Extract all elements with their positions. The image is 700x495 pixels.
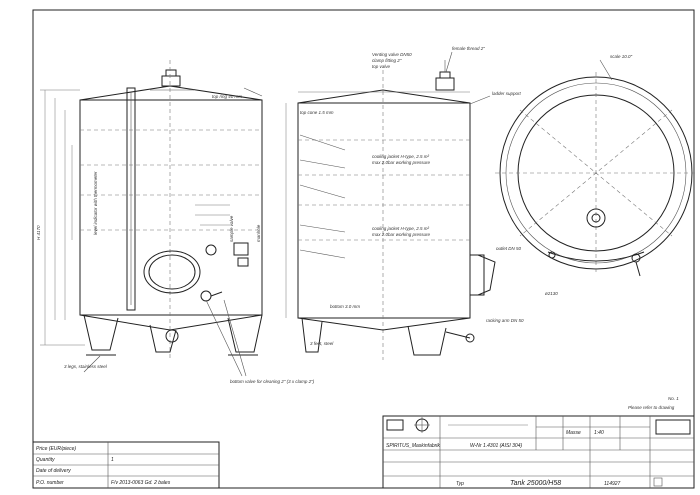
order-table: Price (EUR/piece) Quantity 1 Date of del…: [32, 441, 220, 489]
bottom-valve-label: bottom valve for cleaning 2" (3 x clamp …: [230, 379, 315, 384]
top-view: scale 10.0" ø2130: [495, 54, 697, 296]
scale-label: scale 10.0": [610, 54, 633, 59]
side-view: top cone 1.5 mm cooling jacket H-type, 2…: [285, 46, 524, 360]
manhole-label: manhole: [256, 224, 261, 242]
sample-valve: [205, 244, 217, 256]
scale-value: 1:40: [594, 430, 604, 436]
plate-number: No. 1: [668, 396, 679, 401]
order-row-label: Price (EUR/piece): [36, 446, 76, 452]
sheet-border: [32, 9, 695, 489]
level-indicator-label: level indicator with thermometer: [93, 171, 98, 235]
outlet-label: outlet DN 50: [496, 246, 522, 251]
cooling-jacket-lower: cooling jacket H-type, 2.5 m²: [372, 226, 430, 231]
venting-valve-label: Venting valve DN50: [372, 52, 412, 57]
sample-valve-label: sample valve: [229, 215, 234, 242]
tank-type: Tank 25000/H58: [510, 480, 561, 487]
cooling-jacket-upper-pressure: max 2.0bar working pressure: [372, 160, 431, 165]
type-label: Typ: [456, 481, 464, 487]
plate-note: Please refer to drawing: [628, 405, 675, 410]
leg: [149, 324, 177, 353]
female-thread-label: female thread 2": [452, 46, 485, 51]
order-row-label: Quantity: [36, 457, 55, 463]
feet-label: 3 feet, steel: [310, 341, 334, 346]
title-block: SPIRITUS_Maskinfabrik W-Nr 1.4301 (AISI …: [382, 415, 695, 489]
material: W-Nr 1.4301 (AISI 304): [470, 443, 522, 449]
ladder-support-label: ladder support: [492, 91, 522, 96]
drawing-number: 114927: [604, 481, 621, 487]
tank-shell-front: [79, 99, 263, 316]
legs-label: 3 legs, stainless steel: [64, 364, 108, 369]
level-indicator: [126, 87, 136, 311]
order-row-value: 1: [111, 457, 114, 463]
order-row-value: F/v 2013-0063 Gd. 2 bales: [111, 480, 171, 486]
company-name: SPIRITUS_Maskinfabrik: [386, 443, 440, 449]
height-dimension: H 4170: [36, 225, 41, 240]
mass-label: Masse: [566, 430, 581, 436]
tank-shell-side: [297, 102, 471, 319]
leg: [227, 314, 263, 353]
company-logo: [386, 419, 404, 431]
bottom-valve: [200, 290, 212, 302]
order-row-label: P.O. number: [36, 480, 64, 486]
order-row-label: Date of delivery: [36, 468, 71, 474]
cooling-jacket-upper: cooling jacket H-type, 2.5 m²: [372, 154, 430, 159]
front-view: level indicator with thermometer sample …: [36, 60, 315, 384]
clamp-fitting-label: clamp fitting 2": [372, 58, 402, 63]
cooling-jacket-lower-pressure: max 2.0bar working pressure: [372, 232, 431, 237]
manhole: [143, 250, 201, 294]
diameter-dimension: ø2130: [545, 291, 558, 296]
leg: [83, 314, 119, 351]
brand-stamp: [655, 419, 691, 435]
racking-arm: [469, 254, 485, 296]
racking-arm-label: racking arm DN 50: [486, 318, 524, 323]
top-cone-label: top cone 1.5 mm: [300, 110, 334, 115]
top-ring-label: top ring 40 mm: [212, 94, 242, 99]
bottom-label: bottom 3.0 mm: [330, 304, 360, 309]
top-valve-label: top valve: [372, 64, 391, 69]
